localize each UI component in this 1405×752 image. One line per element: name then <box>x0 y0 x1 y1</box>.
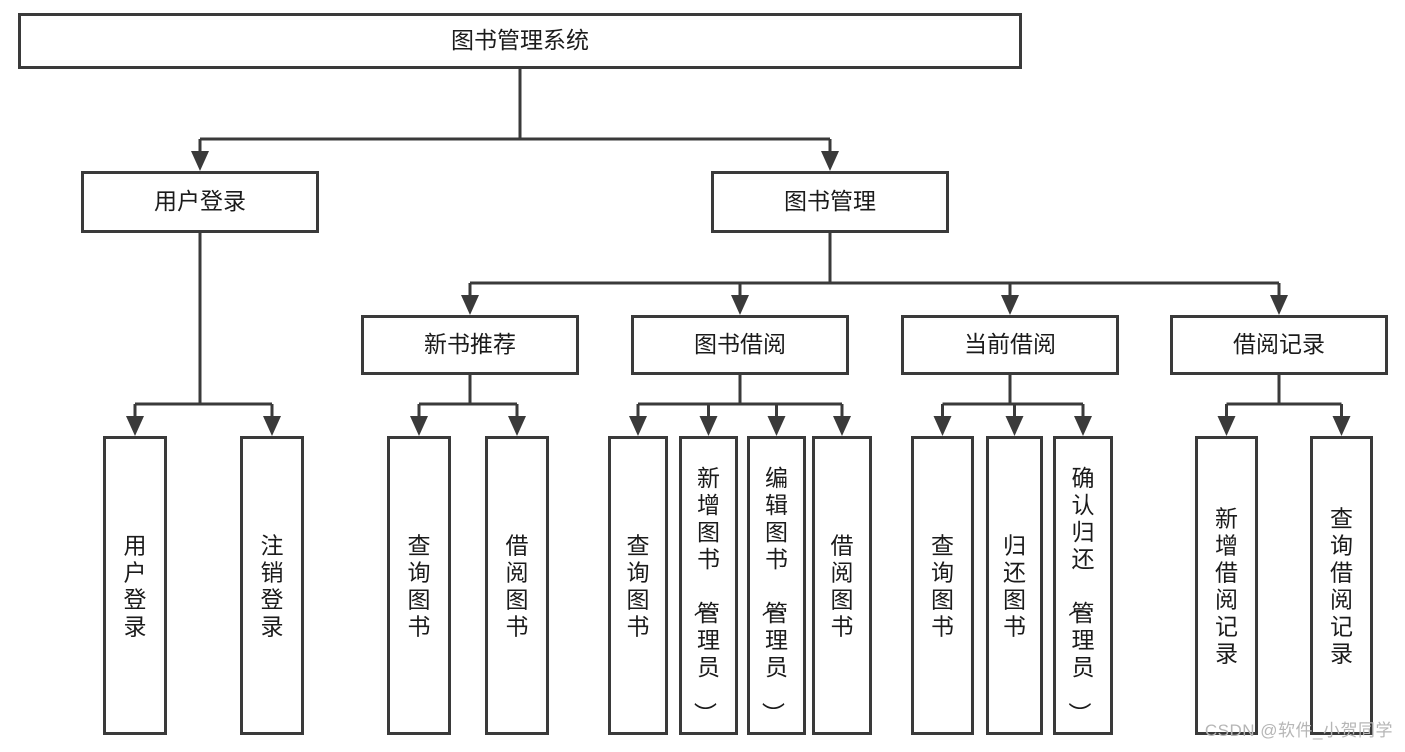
node-box-book-manage <box>711 171 949 233</box>
node-label-leaf-user-login: 用户登录 <box>124 533 147 640</box>
conn-borrow-to-leaves-arrow-icon-leaf-borrow-add-book <box>699 416 718 436</box>
node-book-borrow[interactable]: 图书借阅 <box>631 315 849 375</box>
node-leaf-user-logout[interactable]: 注销登录 <box>240 436 304 735</box>
node-box-book-borrow <box>631 315 849 375</box>
nodes-layer: 图书管理系统用户登录图书管理新书推荐图书借阅当前借阅借阅记录用户登录注销登录查询… <box>18 13 1388 735</box>
conn-current-to-leaves-arrow-icon-leaf-current-query-book <box>933 416 952 436</box>
node-label-leaf-current-query-book: 查询图书 <box>931 533 954 640</box>
node-label-leaf-record-query: 查询借阅记录 <box>1330 506 1353 667</box>
node-leaf-current-return-book[interactable]: 归还图书 <box>986 436 1043 735</box>
node-leaf-borrow-borrow-book[interactable]: 借阅图书 <box>812 436 872 735</box>
node-box-leaf-recommend-query-book <box>387 436 451 735</box>
node-label-current-borrow: 当前借阅 <box>964 331 1056 357</box>
node-label-leaf-recommend-borrow-book: 借阅图书 <box>506 533 529 640</box>
conn-borrow-to-leaves-arrow-icon-leaf-borrow-query-book <box>629 416 647 436</box>
conn-record-to-leaves-arrow-icon-leaf-record-add <box>1217 416 1236 436</box>
node-user-login[interactable]: 用户登录 <box>81 171 319 233</box>
conn-current-to-leaves-arrow-icon-leaf-current-return-book <box>1005 416 1024 436</box>
node-leaf-recommend-query-book[interactable]: 查询图书 <box>387 436 451 735</box>
node-box-leaf-borrow-query-book <box>608 436 668 735</box>
node-current-borrow[interactable]: 当前借阅 <box>901 315 1119 375</box>
node-label-leaf-borrow-edit-book: 编辑图书（管理员） <box>760 465 788 725</box>
node-label-leaf-borrow-add-book: 新增图书（管理员） <box>692 465 720 725</box>
node-leaf-current-confirm-return[interactable]: 确认归还（管理员） <box>1053 436 1113 735</box>
node-box-leaf-recommend-borrow-book <box>485 436 549 735</box>
node-label-book-borrow: 图书借阅 <box>694 331 786 357</box>
node-label-borrow-record: 借阅记录 <box>1233 331 1325 357</box>
conn-recommend-to-leaves-arrow-icon-leaf-recommend-query-book <box>410 416 428 436</box>
node-leaf-current-query-book[interactable]: 查询图书 <box>911 436 974 735</box>
node-box-user-login <box>81 171 319 233</box>
conn-recommend-to-leaves <box>410 375 526 436</box>
node-box-leaf-user-login <box>103 436 167 735</box>
node-leaf-borrow-add-book[interactable]: 新增图书（管理员） <box>679 436 738 735</box>
node-new-book-recommend[interactable]: 新书推荐 <box>361 315 579 375</box>
node-box-root <box>18 13 1022 69</box>
conn-current-to-leaves-arrow-icon-leaf-current-confirm-return <box>1074 416 1092 436</box>
node-label-leaf-user-logout: 注销登录 <box>261 533 284 640</box>
node-label-leaf-current-return-book: 归还图书 <box>1003 533 1026 640</box>
node-label-root: 图书管理系统 <box>451 27 589 53</box>
node-box-leaf-borrow-add-book <box>679 436 738 735</box>
conn-borrow-to-leaves-arrow-icon-leaf-borrow-edit-book <box>767 416 786 436</box>
node-label-book-manage: 图书管理 <box>784 188 876 214</box>
node-box-leaf-record-add <box>1195 436 1258 735</box>
conn-recommend-to-leaves-arrow-icon-leaf-recommend-borrow-book <box>508 416 526 436</box>
node-box-current-borrow <box>901 315 1119 375</box>
conn-root-to-level2 <box>191 69 839 171</box>
node-label-leaf-record-add: 新增借阅记录 <box>1215 506 1238 667</box>
node-label-leaf-borrow-borrow-book: 借阅图书 <box>831 533 854 640</box>
node-box-new-book-recommend <box>361 315 579 375</box>
conn-bookmanage-to-level3 <box>461 233 1288 315</box>
csdn-watermark: CSDN @软件_小贺同学 <box>1204 721 1393 740</box>
node-box-leaf-current-query-book <box>911 436 974 735</box>
node-label-user-login: 用户登录 <box>154 188 246 214</box>
node-box-leaf-borrow-borrow-book <box>812 436 872 735</box>
node-label-leaf-current-confirm-return: 确认归还（管理员） <box>1067 465 1095 725</box>
conn-root-to-level2-arrow-icon-user-login <box>191 151 209 171</box>
connectors-layer <box>126 69 1351 436</box>
node-borrow-record[interactable]: 借阅记录 <box>1170 315 1388 375</box>
conn-borrow-to-leaves <box>629 375 851 436</box>
conn-borrow-to-leaves-arrow-icon-leaf-borrow-borrow-book <box>833 416 851 436</box>
node-label-leaf-borrow-query-book: 查询图书 <box>627 533 650 640</box>
conn-bookmanage-to-level3-arrow-icon-book-borrow <box>731 295 749 315</box>
node-leaf-borrow-edit-book[interactable]: 编辑图书（管理员） <box>747 436 806 735</box>
node-label-new-book-recommend: 新书推荐 <box>424 331 516 357</box>
conn-record-to-leaves <box>1217 375 1351 436</box>
conn-bookmanage-to-level3-arrow-icon-current-borrow <box>1001 295 1019 315</box>
conn-bookmanage-to-level3-arrow-icon-borrow-record <box>1270 295 1288 315</box>
conn-bookmanage-to-level3-arrow-icon-new-book-recommend <box>461 295 479 315</box>
conn-root-to-level2-arrow-icon-book-manage <box>821 151 839 171</box>
conn-current-to-leaves <box>933 375 1092 436</box>
conn-record-to-leaves-arrow-icon-leaf-record-query <box>1332 416 1351 436</box>
node-book-manage[interactable]: 图书管理 <box>711 171 949 233</box>
node-box-leaf-record-query <box>1310 436 1373 735</box>
node-label-leaf-recommend-query-book: 查询图书 <box>408 533 431 640</box>
node-box-leaf-user-logout <box>240 436 304 735</box>
node-box-borrow-record <box>1170 315 1388 375</box>
conn-userlogin-to-leaves <box>126 233 281 436</box>
node-leaf-recommend-borrow-book[interactable]: 借阅图书 <box>485 436 549 735</box>
node-box-leaf-current-return-book <box>986 436 1043 735</box>
node-box-leaf-borrow-edit-book <box>747 436 806 735</box>
node-leaf-record-query[interactable]: 查询借阅记录 <box>1310 436 1373 735</box>
node-leaf-record-add[interactable]: 新增借阅记录 <box>1195 436 1258 735</box>
node-root[interactable]: 图书管理系统 <box>18 13 1022 69</box>
conn-userlogin-to-leaves-arrow-icon-leaf-user-logout <box>263 416 281 436</box>
node-box-leaf-current-confirm-return <box>1053 436 1113 735</box>
conn-userlogin-to-leaves-arrow-icon-leaf-user-login <box>126 416 144 436</box>
node-leaf-borrow-query-book[interactable]: 查询图书 <box>608 436 668 735</box>
node-leaf-user-login[interactable]: 用户登录 <box>103 436 167 735</box>
